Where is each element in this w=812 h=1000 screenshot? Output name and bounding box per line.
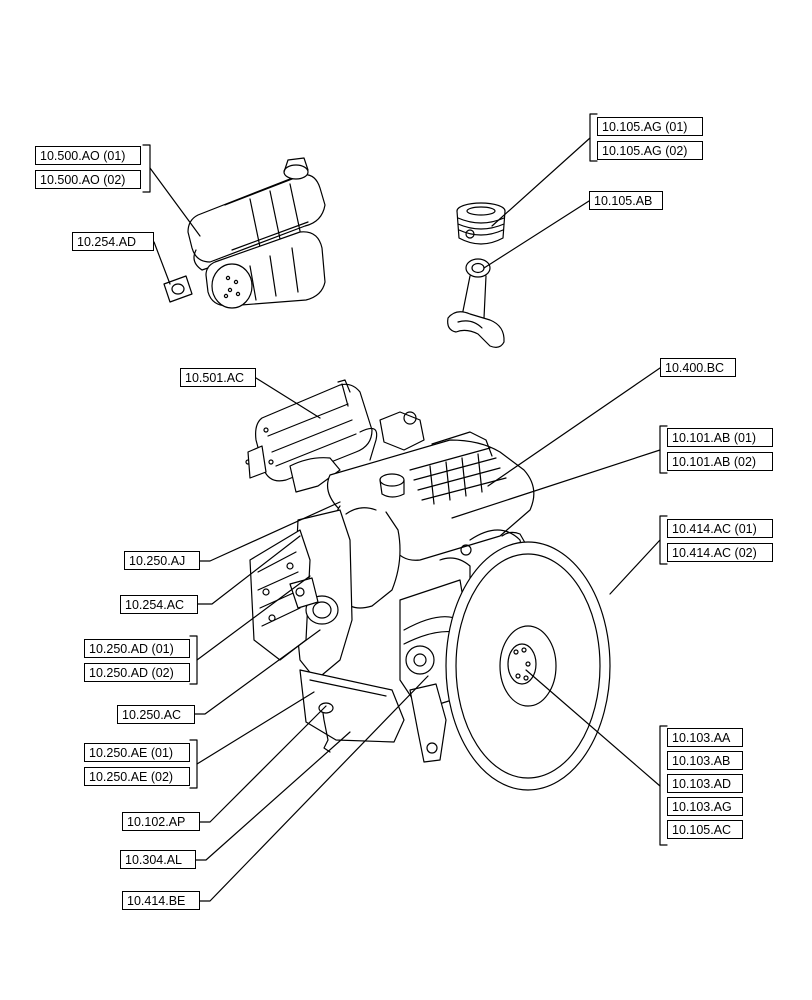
part-label-10-250-aj[interactable]: 10.250.AJ [124, 551, 200, 570]
part-label-10-400-bc[interactable]: 10.400.BC [660, 358, 736, 377]
part-label-10-501-ac[interactable]: 10.501.AC [180, 368, 256, 387]
part-label-10-105-ag-01[interactable]: 10.105.AG (01) [597, 117, 703, 136]
leader-lines [142, 113, 668, 902]
part-label-10-500-ao-01[interactable]: 10.500.AO (01) [35, 146, 141, 165]
exhaust-aftertreatment-drawing [187, 157, 326, 309]
part-label-10-102-ap[interactable]: 10.102.AP [122, 812, 200, 831]
part-label-10-254-ad[interactable]: 10.254.AD [72, 232, 154, 251]
part-label-10-250-ac[interactable]: 10.250.AC [117, 705, 195, 724]
part-label-10-103-aa[interactable]: 10.103.AA [667, 728, 743, 747]
piston-drawing [456, 202, 506, 245]
part-label-10-254-ac[interactable]: 10.254.AC [120, 595, 198, 614]
part-label-10-250-ae-01[interactable]: 10.250.AE (01) [84, 743, 190, 762]
part-label-10-103-ad[interactable]: 10.103.AD [667, 774, 743, 793]
part-label-10-250-ad-02[interactable]: 10.250.AD (02) [84, 663, 190, 682]
part-label-10-101-ab-01[interactable]: 10.101.AB (01) [667, 428, 773, 447]
part-label-10-414-be[interactable]: 10.414.BE [122, 891, 200, 910]
part-label-10-304-al[interactable]: 10.304.AL [120, 850, 196, 869]
part-label-10-101-ab-02[interactable]: 10.101.AB (02) [667, 452, 773, 471]
part-label-10-103-ag[interactable]: 10.103.AG [667, 797, 743, 816]
part-label-10-500-ao-02[interactable]: 10.500.AO (02) [35, 170, 141, 189]
flywheel-housing-drawing [445, 541, 611, 791]
part-label-10-414-ac-02[interactable]: 10.414.AC (02) [667, 543, 773, 562]
part-label-10-414-ac-01[interactable]: 10.414.AC (01) [667, 519, 773, 538]
part-label-10-105-ag-02[interactable]: 10.105.AG (02) [597, 141, 703, 160]
part-label-10-250-ae-02[interactable]: 10.250.AE (02) [84, 767, 190, 786]
part-label-10-105-ac[interactable]: 10.105.AC [667, 820, 743, 839]
connecting-rod-drawing [447, 258, 505, 348]
exhaust-gasket-drawing [163, 275, 193, 303]
part-label-10-105-ab[interactable]: 10.105.AB [589, 191, 663, 210]
part-label-10-250-ad-01[interactable]: 10.250.AD (01) [84, 639, 190, 658]
part-label-10-103-ab[interactable]: 10.103.AB [667, 751, 743, 770]
